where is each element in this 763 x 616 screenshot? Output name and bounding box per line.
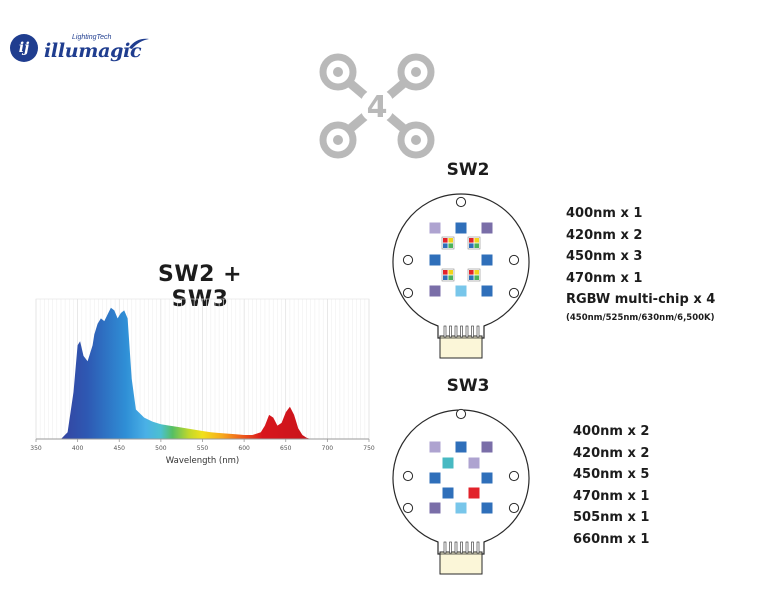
sw2-spec-row: 420nm x 2 [566, 227, 643, 243]
led-420nm [481, 222, 493, 234]
mounting-hole [508, 502, 520, 514]
x-tick-label: 350 [30, 445, 42, 452]
connector-pin [471, 541, 474, 554]
connector-pin [460, 541, 463, 554]
channel-count-label: 4 [367, 90, 388, 125]
connector-pin [476, 325, 480, 338]
swoosh-icon [129, 38, 149, 49]
connector-pin [454, 541, 458, 554]
led-420nm [429, 502, 441, 514]
led-450nm [429, 472, 441, 484]
brand-tagline: LightingTech [72, 34, 112, 41]
led-450nm [481, 254, 493, 266]
connector-pin [443, 541, 447, 554]
mounting-hole [508, 470, 520, 482]
rgbw-led [467, 236, 481, 250]
led-450nm [442, 487, 454, 499]
sw3-title: SW3 [446, 376, 490, 396]
rgbw-led [441, 268, 455, 282]
sw2-title: SW2 [446, 160, 490, 180]
x-tick-label: 700 [322, 445, 334, 452]
sw2-spec-row: 400nm x 1 [566, 206, 643, 221]
led-660nm [468, 487, 480, 499]
four-channel-icon: 4 [319, 53, 435, 159]
sw3-spec-row: 505nm x 1 [573, 510, 650, 525]
spectrum-title: SW2 + SW3 [157, 262, 242, 312]
led-470nm [455, 502, 467, 514]
connector-pin [476, 541, 480, 554]
connector-pin [443, 325, 447, 338]
connector-pin [471, 325, 474, 338]
x-tick-label: 500 [155, 445, 167, 452]
mounting-hole [455, 408, 467, 420]
mounting-hole [508, 254, 520, 266]
mounting-hole [402, 502, 414, 514]
sw3-led-board [392, 408, 530, 575]
connector-pin [454, 325, 458, 338]
rgbw-led [467, 268, 481, 282]
connector-pin [465, 541, 469, 554]
spectrum-series-area [60, 307, 328, 439]
led-450nm [481, 285, 493, 297]
sw3-spec-row: 400nm x 2 [573, 424, 650, 439]
mounting-hole [508, 287, 520, 299]
mounting-hole [402, 254, 414, 266]
led-450nm [455, 441, 467, 453]
connector [439, 335, 483, 359]
sw2-led-board [392, 193, 530, 359]
mounting-hole [402, 470, 414, 482]
sw3-spec-row: 470nm x 1 [573, 488, 650, 504]
connector-pin [449, 325, 452, 338]
x-tick-label: 750 [363, 445, 375, 452]
led-400nm [429, 441, 441, 453]
led-470nm [455, 285, 467, 297]
led-420nm [481, 441, 493, 453]
x-tick-label: 450 [114, 445, 126, 452]
led-505nm [442, 457, 454, 469]
connector [439, 551, 483, 575]
sw3-spec-row: 420nm x 2 [573, 445, 650, 461]
connector-pin [460, 325, 463, 338]
mounting-hole [402, 287, 414, 299]
connector-pin [449, 541, 452, 554]
x-tick-label: 400 [72, 445, 84, 452]
sw2-rgbw-note: (450nm/525nm/630nm/6,500K) [566, 312, 715, 323]
sw2-spec-row: RGBW multi-chip x 4 [566, 292, 716, 307]
led-420nm [429, 285, 441, 297]
x-axis-label: Wavelength (nm) [166, 456, 239, 466]
spectrum-chart: 350 400 450 500 550 600 650 700 750 Wavelength (… [30, 298, 375, 466]
brand-logo: ij LightingTech illumagic [10, 30, 150, 64]
x-tick-label: 550 [197, 445, 209, 452]
pcb-outline [392, 193, 530, 339]
led-400nm [429, 222, 441, 234]
pcb-outline [392, 409, 530, 555]
brand-mark: ij [10, 34, 38, 62]
led-450nm [481, 472, 493, 484]
led-450nm [429, 254, 441, 266]
rgbw-led [441, 236, 455, 250]
mounting-hole [455, 196, 467, 208]
sw2-spec-row: 450nm x 3 [566, 249, 643, 264]
connector-pin [465, 325, 469, 338]
led-400nm [468, 457, 480, 469]
sw3-spec-row: 660nm x 1 [573, 531, 650, 547]
x-tick-label: 650 [280, 445, 292, 452]
led-450nm [455, 222, 467, 234]
sw2-spec-list: 400nm x 1 420nm x 2 450nm x 3 470nm x 1 … [566, 203, 715, 325]
sw2-spec-row: 470nm x 1 [566, 270, 643, 286]
sw3-spec-list: 400nm x 2 420nm x 2 450nm x 5 470nm x 1 … [573, 421, 649, 550]
led-450nm [481, 502, 493, 514]
brand-name: illumagic [44, 40, 142, 62]
x-tick-label: 600 [238, 445, 250, 452]
sw3-spec-row: 450nm x 5 [573, 467, 650, 482]
